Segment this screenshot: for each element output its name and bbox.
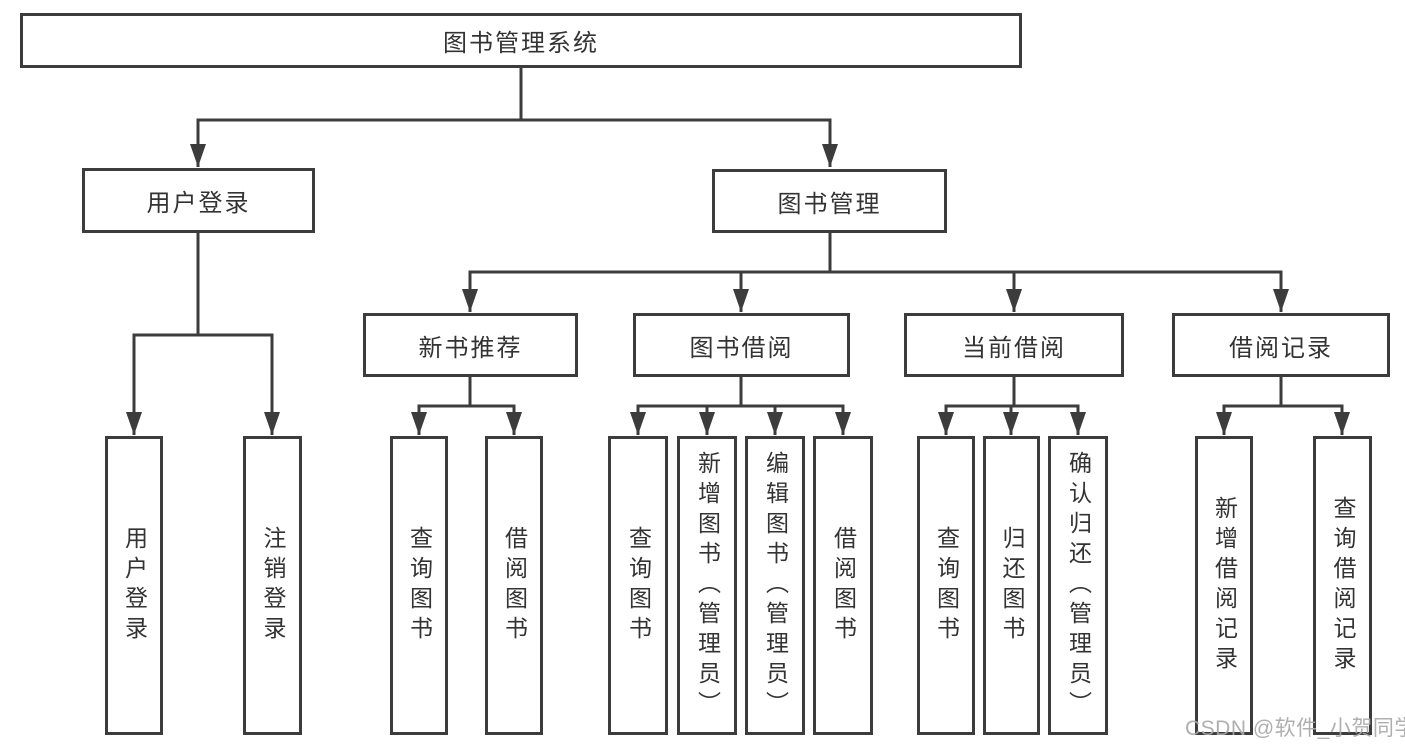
leaf-label: 编辑图书（管理员） [762,450,789,721]
leaf-query-books-current: 查询图书 [917,436,975,735]
node-borrow-record: 借阅记录 [1172,313,1390,377]
node-book-borrow-label: 图书借阅 [689,334,794,362]
leaf-add-borrow-record: 新增借阅记录 [1195,436,1253,735]
leaf-confirm-return-admin: 确认归还（管理员） [1048,436,1108,735]
leaf-label: 查询借阅记录 [1330,495,1356,676]
watermark-text: CSDN @软件_小贺同学 [1185,717,1405,740]
leaf-label: 借阅图书 [501,525,528,646]
leaf-label: 查询图书 [625,525,652,646]
leaf-label: 归还图书 [999,525,1025,646]
node-root-label: 图书管理系统 [443,30,599,57]
leaf-label: 注销登录 [260,525,286,646]
leaf-borrow-books-borrow: 借阅图书 [813,436,873,735]
leaf-query-borrow-record: 查询借阅记录 [1313,436,1372,735]
node-book-borrow: 图书借阅 [633,313,850,377]
leaf-edit-book-admin: 编辑图书（管理员） [745,436,805,735]
node-root: 图书管理系统 [20,13,1022,68]
leaf-add-book-admin: 新增图书（管理员） [677,436,737,735]
node-new-book-recommend-label: 新书推荐 [418,334,523,362]
leaf-borrow-books-recommend: 借阅图书 [485,436,543,735]
leaf-user-login: 用户登录 [105,436,163,735]
leaf-query-books-recommend: 查询图书 [390,436,448,735]
leaf-label: 确认归还（管理员） [1065,450,1092,721]
node-book-management-label: 图书管理 [777,190,882,218]
node-borrow-record-label: 借阅记录 [1229,334,1333,362]
leaf-label: 新增图书（管理员） [694,450,721,721]
leaf-logout: 注销登录 [243,436,302,735]
leaf-label: 查询图书 [933,525,960,646]
node-current-borrow-label: 当前借阅 [962,334,1066,362]
node-current-borrow: 当前借阅 [904,313,1124,377]
node-user-login: 用户登录 [82,168,315,233]
node-user-login-label: 用户登录 [146,190,251,217]
leaf-label: 新增借阅记录 [1211,495,1238,676]
node-book-management: 图书管理 [712,169,947,233]
leaf-query-books-borrow: 查询图书 [608,436,668,735]
node-new-book-recommend: 新书推荐 [363,313,578,377]
leaf-label: 查询图书 [406,525,433,646]
leaf-label: 借阅图书 [830,525,857,646]
leaf-label: 用户登录 [121,525,148,646]
leaf-return-book: 归还图书 [983,436,1040,735]
